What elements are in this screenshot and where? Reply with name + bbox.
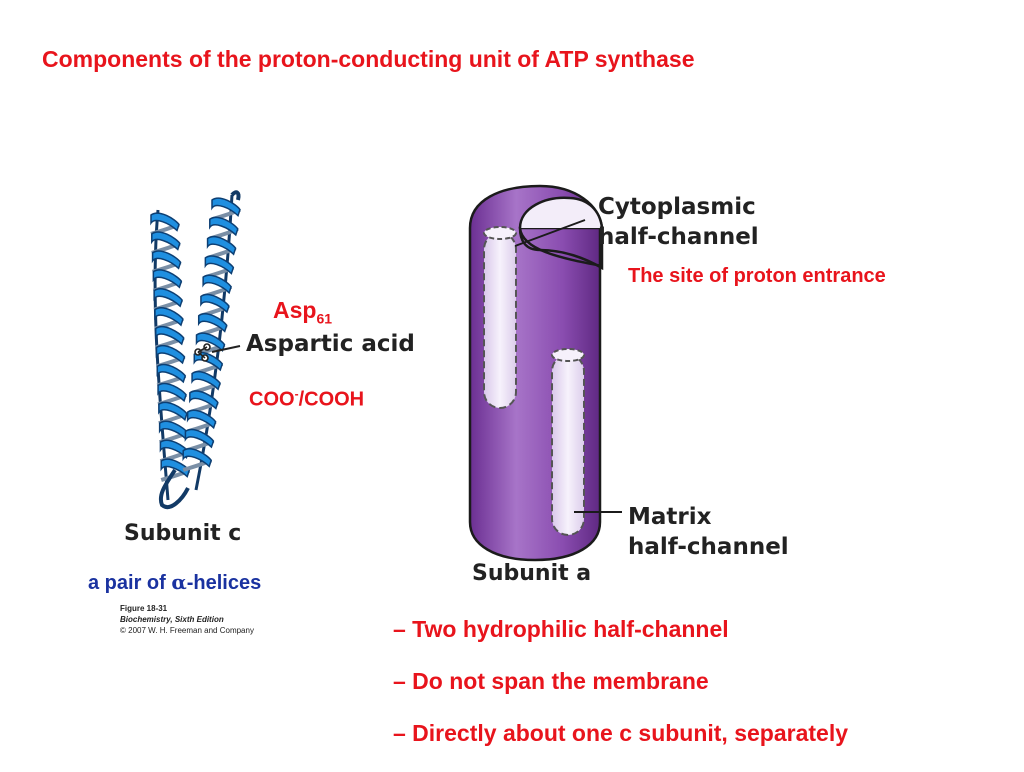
- asp-subscript: 61: [316, 310, 333, 327]
- cytoplasmic-pointer: [514, 219, 586, 247]
- copyright: © 2007 W. H. Freeman and Company: [120, 626, 254, 635]
- book-title: Biochemistry, Sixth Edition: [120, 615, 224, 624]
- helix-ribbon-turn: [154, 307, 184, 327]
- helix-ribbon-turn: [211, 197, 241, 218]
- helix-ribbon-turn: [155, 344, 186, 365]
- subunit-a-cylinder: [468, 184, 622, 562]
- matrix-channel-label: Matrix half-channel: [628, 502, 789, 562]
- bullet-list: – Two hydrophilic half-channel – Do not …: [393, 616, 848, 772]
- bullet-item: – Do not span the membrane: [393, 668, 709, 694]
- cooh-text: /COOH: [298, 388, 365, 411]
- helix-ribbon-turn: [197, 313, 228, 333]
- bullet-item: – Directly about one c subunit, separate…: [393, 720, 849, 746]
- helix-ribbon-turn: [204, 255, 235, 275]
- helix-ribbon-turn: [151, 231, 181, 251]
- helix-n-terminal-loop: [230, 190, 241, 201]
- helix-ribbon-turn: [154, 326, 185, 346]
- helix-ribbon-turn: [189, 390, 219, 410]
- cyto-line2: half-channel: [598, 224, 759, 250]
- alpha-symbol: α: [171, 570, 187, 594]
- figure-credit: Figure 18-31 Biochemistry, Sixth Edition…: [120, 603, 254, 636]
- carboxyl-group-label: COO-/COOH: [249, 387, 364, 412]
- helix-pair-caption: a pair of α-helices: [88, 570, 261, 595]
- cylinder-top-notch: [518, 227, 603, 268]
- coo-text: COO: [249, 388, 295, 411]
- helix-ribbon-turn: [193, 351, 224, 372]
- subunit-c-label: Subunit c: [124, 521, 242, 546]
- helix-ribbon-turn: [200, 293, 230, 314]
- helix-ribbon-turn: [209, 216, 239, 237]
- proton-entrance-note: The site of proton entrance: [628, 265, 886, 287]
- page-title: Components of the proton-conducting unit…: [42, 46, 695, 72]
- cytoplasmic-channel-label: Cytoplasmic half-channel: [598, 192, 759, 252]
- helix-ribbon-turn: [156, 363, 187, 384]
- asp-text: Asp: [273, 297, 317, 323]
- helix-pair-suffix: -helices: [186, 572, 262, 594]
- helix-pair-prefix: a pair of: [88, 572, 172, 594]
- helix-ribbon-turn: [151, 250, 182, 270]
- helix-ribbon-turn: [159, 439, 190, 459]
- cyto-line1: Cytoplasmic: [598, 194, 756, 220]
- subunit-a-label: Subunit a: [472, 561, 592, 586]
- helix-ribbon-turn: [153, 288, 183, 308]
- helix-left-ribbons: [150, 212, 191, 482]
- helix-ribbon-turn: [157, 382, 187, 403]
- helix-right-ribbons: [182, 197, 241, 472]
- matrix-line1: Matrix: [628, 504, 712, 530]
- helix-ribbon-turn: [150, 212, 180, 232]
- aspartic-acid-label: Aspartic acid: [246, 331, 415, 357]
- helix-c-terminal-loop: [158, 468, 190, 509]
- helix-ribbon-turn: [191, 371, 221, 391]
- matrix-half-channel: [551, 348, 585, 536]
- cytoplasmic-half-channel: [483, 226, 517, 409]
- helix-ribbon-turn: [206, 236, 237, 256]
- aspartic-acid-side-chain: [194, 343, 211, 362]
- asp61-label: Asp61: [273, 297, 332, 327]
- helix-ribbon-turn: [152, 269, 183, 289]
- helix-ribbon-turn: [160, 458, 191, 478]
- matrix-line2: half-channel: [628, 534, 789, 560]
- coo-superscript: -: [294, 387, 299, 401]
- aspartic-acid-pointer: [211, 345, 241, 353]
- helix-ribbon-turn: [202, 274, 232, 295]
- bullet-item: – Two hydrophilic half-channel: [393, 616, 729, 642]
- helix-ribbon-turn: [184, 428, 215, 449]
- alpha-helix-pair: [150, 190, 241, 509]
- helix-ribbon-turn: [186, 409, 217, 430]
- helix-ribbon-turn: [158, 401, 188, 422]
- helix-ribbon-turn: [182, 448, 213, 468]
- figure-number: Figure 18-31: [120, 604, 168, 613]
